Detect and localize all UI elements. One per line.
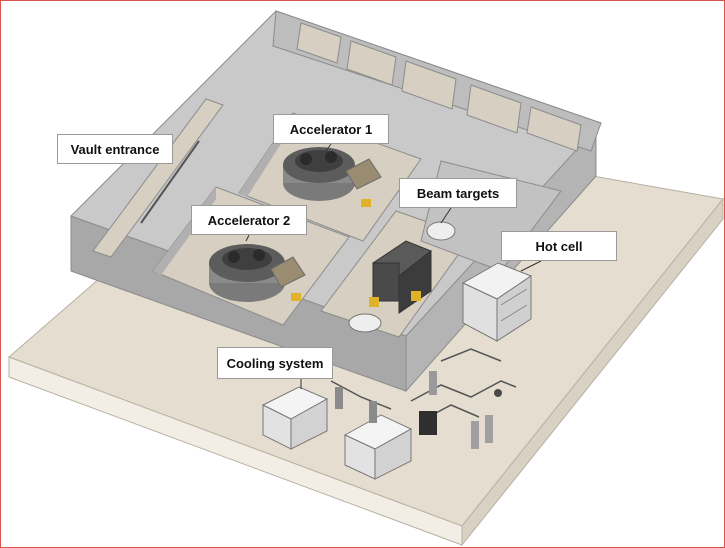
vault-entrance-label: Vault entrance <box>57 134 173 164</box>
cooling-system <box>261 348 517 480</box>
accelerator-2 <box>209 244 306 302</box>
beam-targets-equipment <box>348 221 456 333</box>
beam-targets-label: Beam targets <box>399 178 517 208</box>
accelerator-1 <box>283 147 382 207</box>
cooling-system-label: Cooling system <box>217 347 333 379</box>
accelerator-1-label: Accelerator 1 <box>273 114 389 144</box>
back-rooms <box>296 22 582 152</box>
leader-lines <box>245 143 542 389</box>
accelerator-2-label: Accelerator 2 <box>191 205 307 235</box>
hot-cell-label: Hot cell <box>501 231 617 261</box>
hot-cell <box>461 262 533 342</box>
